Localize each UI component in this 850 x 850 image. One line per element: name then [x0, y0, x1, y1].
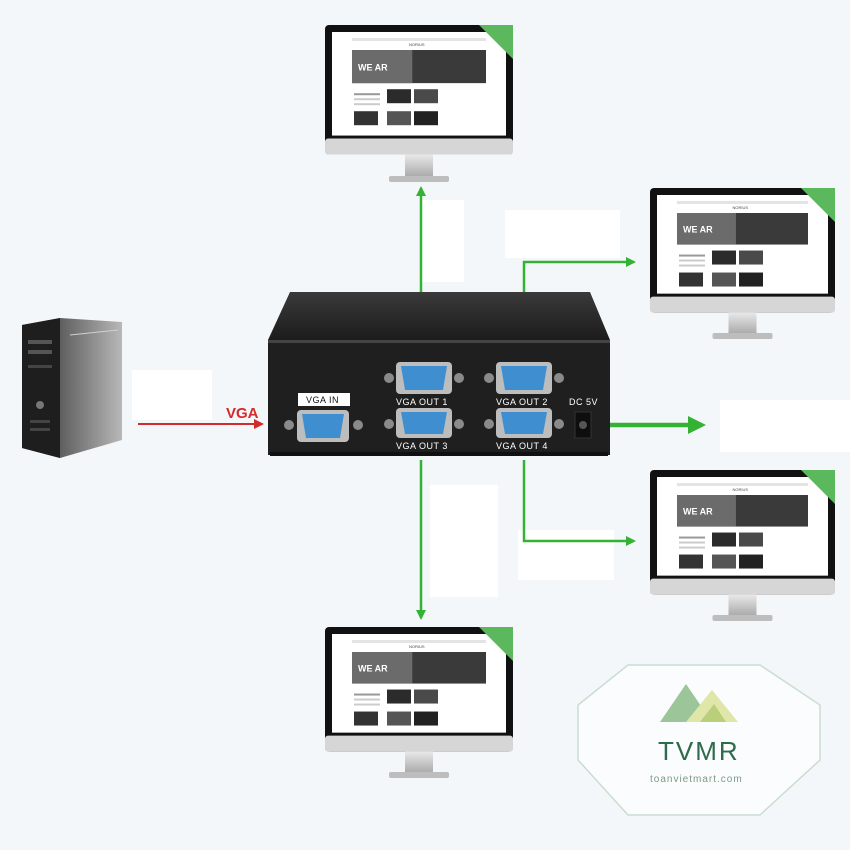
vga-signal-label: VGA	[226, 405, 259, 422]
svg-text:VGA OUT 3: VGA OUT 3	[396, 441, 448, 451]
blank-label-box	[505, 210, 620, 258]
svg-text:VGA OUT 1: VGA OUT 1	[396, 397, 448, 407]
screen-headline: WE AR	[358, 63, 388, 73]
blank-label-box	[420, 200, 464, 282]
monitor-top: NORIUS WE AR	[325, 25, 513, 182]
blank-label-box	[430, 485, 498, 597]
screen-site-name: NORIUS	[409, 42, 425, 47]
monitor-lower-right: NORIUS WE AR	[650, 470, 835, 621]
screen-headline: WE AR	[683, 507, 713, 517]
svg-text:DC 5V: DC 5V	[569, 397, 598, 407]
desktop-pc-icon	[22, 318, 122, 458]
arrow-to-monitor-lower-right	[522, 460, 636, 546]
monitor-bottom: NORIUS WE AR	[325, 627, 513, 778]
blank-label-box	[518, 530, 614, 580]
monitor-upper-right: NORIUS WE AR	[650, 188, 835, 339]
vga-in-port: VGA IN	[284, 393, 363, 442]
svg-text:VGA IN: VGA IN	[306, 395, 339, 405]
screen-site-name: NORIUS	[409, 644, 425, 649]
logo-website: toanvietmart.com	[650, 774, 743, 785]
dc-power-jack: DC 5V	[569, 397, 598, 439]
blank-label-box	[720, 400, 850, 452]
screen-site-name: NORIUS	[733, 205, 749, 210]
logo-name: TVMR	[658, 736, 740, 766]
vga-out-2-port: VGA OUT 2	[484, 362, 564, 407]
tvmr-logo: TVMR toanvietmart.com	[577, 664, 821, 816]
mountain-icon	[660, 684, 738, 722]
blank-label-box	[132, 370, 212, 420]
svg-text:VGA OUT 2: VGA OUT 2	[496, 397, 548, 407]
vga-out-1-port: VGA OUT 1	[384, 362, 464, 407]
vga-out-4-port: VGA OUT 4	[484, 408, 564, 451]
vga-out-3-port: VGA OUT 3	[384, 408, 464, 451]
screen-headline: WE AR	[358, 664, 388, 674]
screen-site-name: NORIUS	[733, 487, 749, 492]
screen-headline: WE AR	[683, 225, 713, 235]
svg-text:VGA OUT 4: VGA OUT 4	[496, 441, 548, 451]
